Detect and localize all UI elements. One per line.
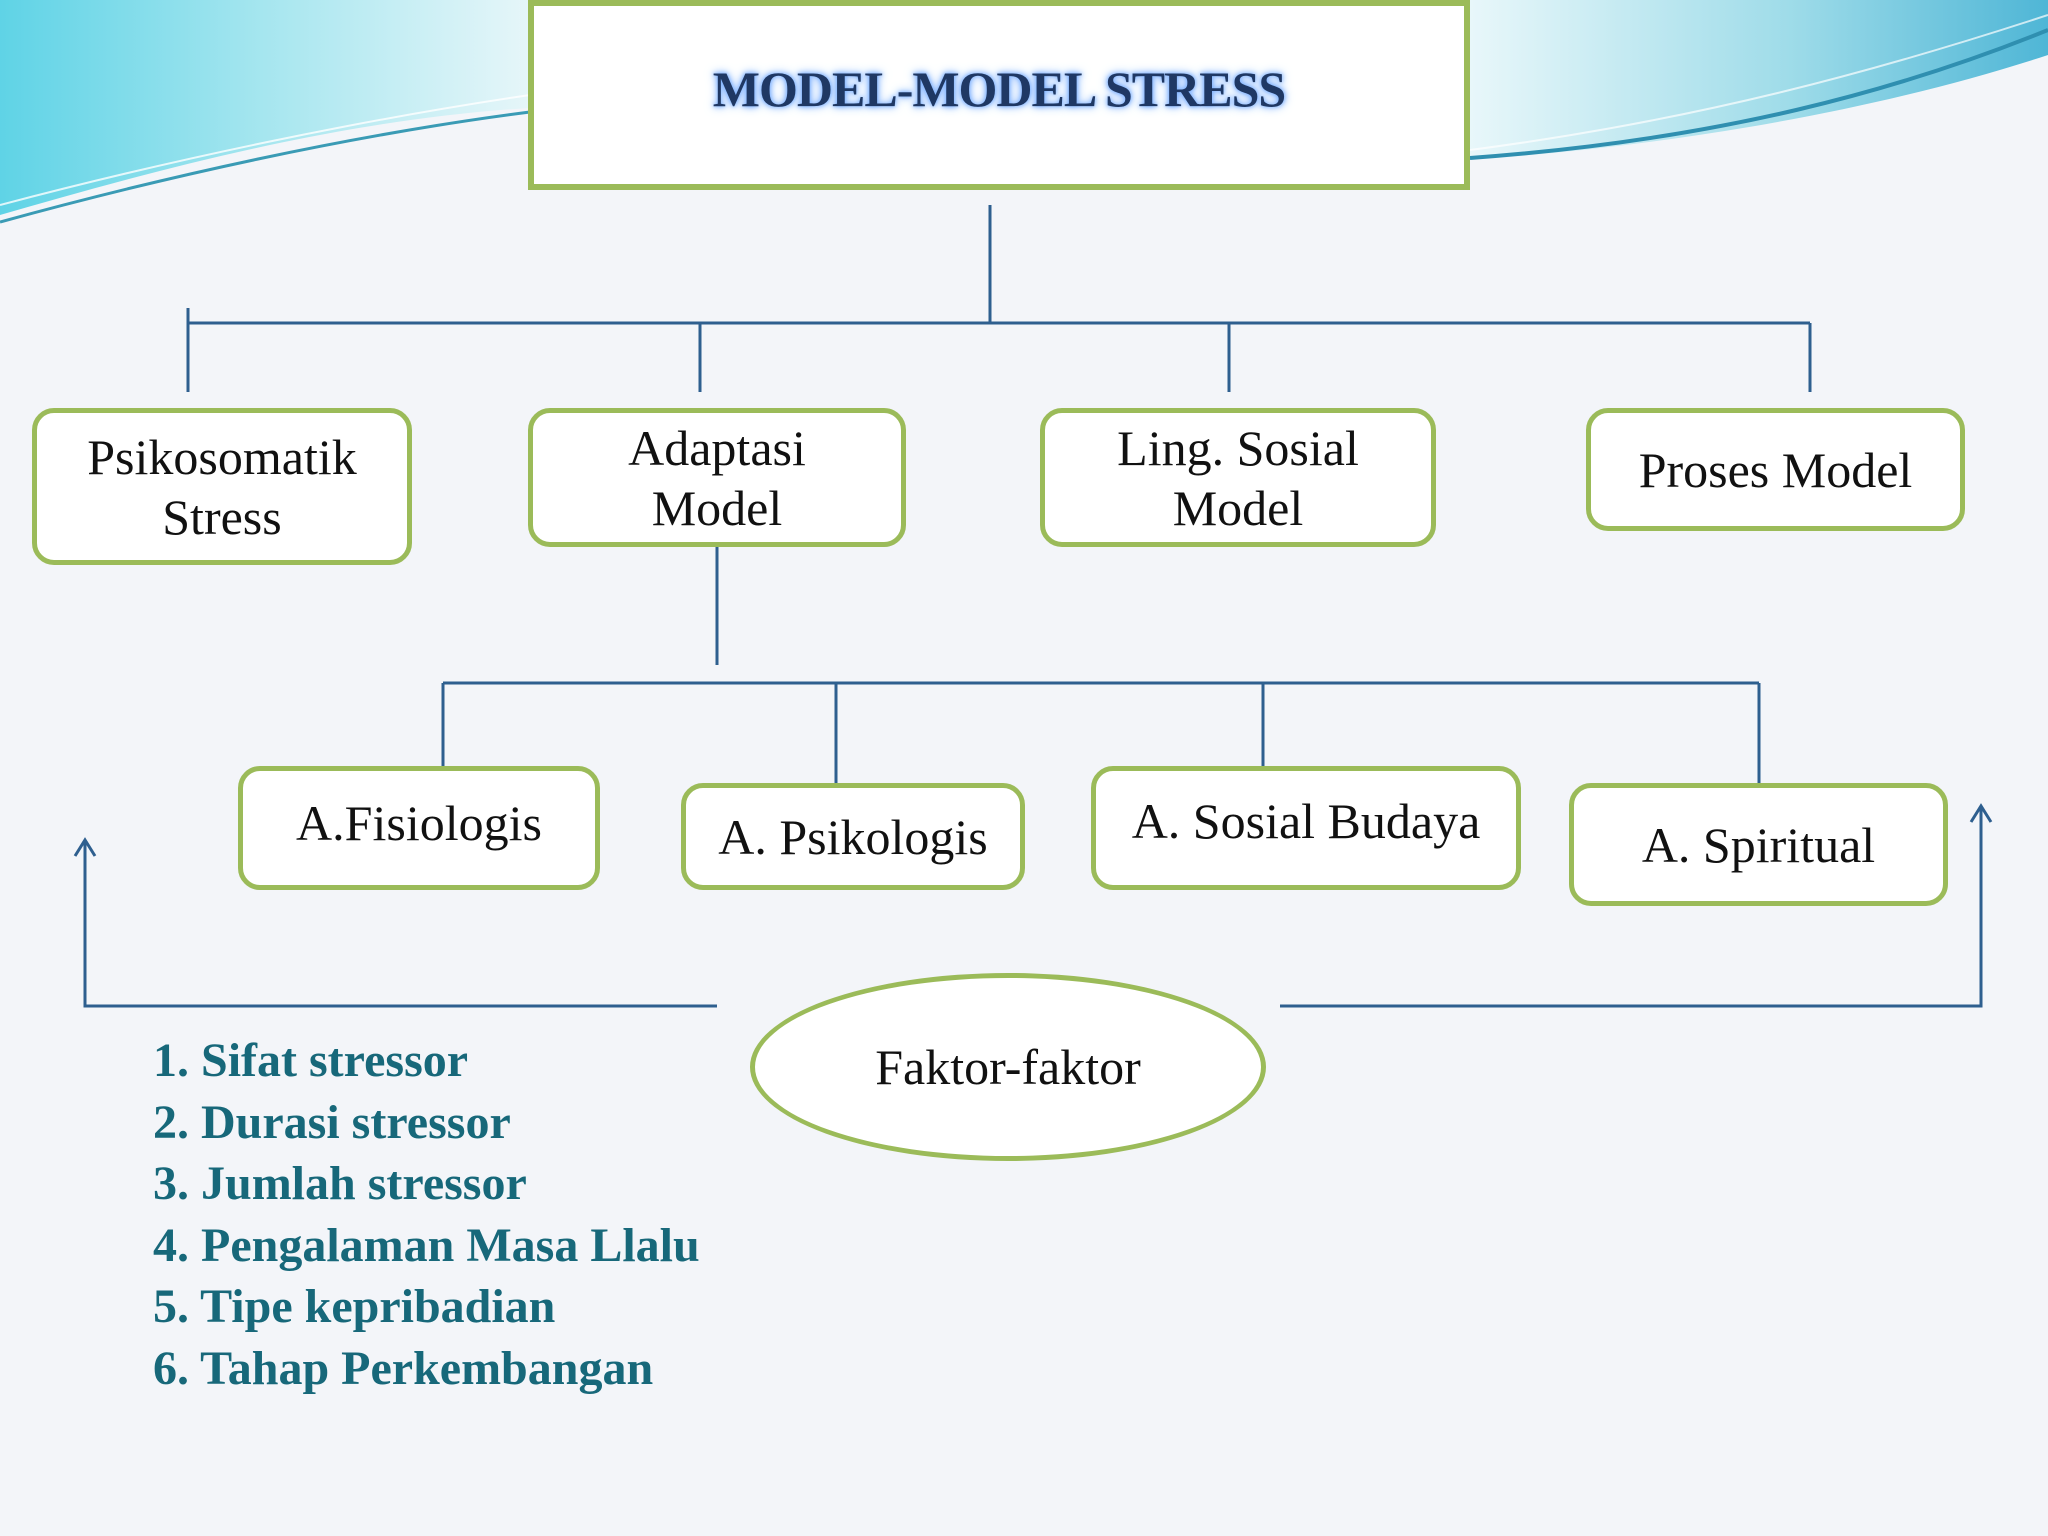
model-adaptasi-line1: Adaptasi [628, 419, 806, 476]
model-adaptasi-line2: Model [651, 479, 783, 536]
model-proses-label: Proses Model [1638, 441, 1913, 498]
factor-item: 4. Pengalaman Masa Llalu [153, 1218, 700, 1272]
model-ling-sosial-line1: Ling. Sosial [1117, 419, 1359, 476]
aspect-sosial-budaya-box: A. Sosial Budaya [1091, 766, 1521, 890]
factor-item: 2. Durasi stressor [153, 1095, 511, 1149]
model-psikosomatik-line1: Psikosomatik [87, 428, 357, 485]
factor-item: 1. Sifat stressor [153, 1034, 469, 1087]
title-box: MODEL-MODEL STRESS [528, 0, 1470, 190]
aspect-fisiologis-label: A.Fisiologis [296, 795, 542, 851]
aspect-spiritual-box: A. Spiritual [1569, 783, 1948, 906]
factor-item: 5. Tipe kepribadian [153, 1280, 556, 1333]
model-adaptasi-box: Adaptasi Model [528, 408, 906, 547]
model-proses-box: Proses Model [1586, 408, 1965, 531]
factors-label: Faktor-faktor [875, 1039, 1141, 1095]
factor-item: 6. Tahap Perkembangan [153, 1341, 654, 1395]
aspect-psikologis-box: A. Psikologis [681, 783, 1025, 890]
aspect-sosial-budaya-label: A. Sosial Budaya [1131, 793, 1481, 849]
factor-list: 1. Sifat stressor 2. Durasi stressor 3. … [153, 1030, 700, 1399]
factors-ellipse: Faktor-faktor [750, 973, 1266, 1161]
model-psikosomatik-box: Psikosomatik Stress [32, 408, 412, 565]
model-psikosomatik-line2: Stress [162, 488, 282, 545]
aspect-psikologis-label: A. Psikologis [718, 808, 988, 865]
model-ling-sosial-line2: Model [1172, 479, 1304, 536]
model-ling-sosial-box: Ling. Sosial Model [1040, 408, 1436, 547]
factor-item: 3. Jumlah stressor [153, 1157, 527, 1210]
diagram-title: MODEL-MODEL STRESS [712, 61, 1286, 117]
aspect-spiritual-label: A. Spiritual [1641, 816, 1876, 873]
aspect-fisiologis-box: A.Fisiologis [238, 766, 600, 890]
